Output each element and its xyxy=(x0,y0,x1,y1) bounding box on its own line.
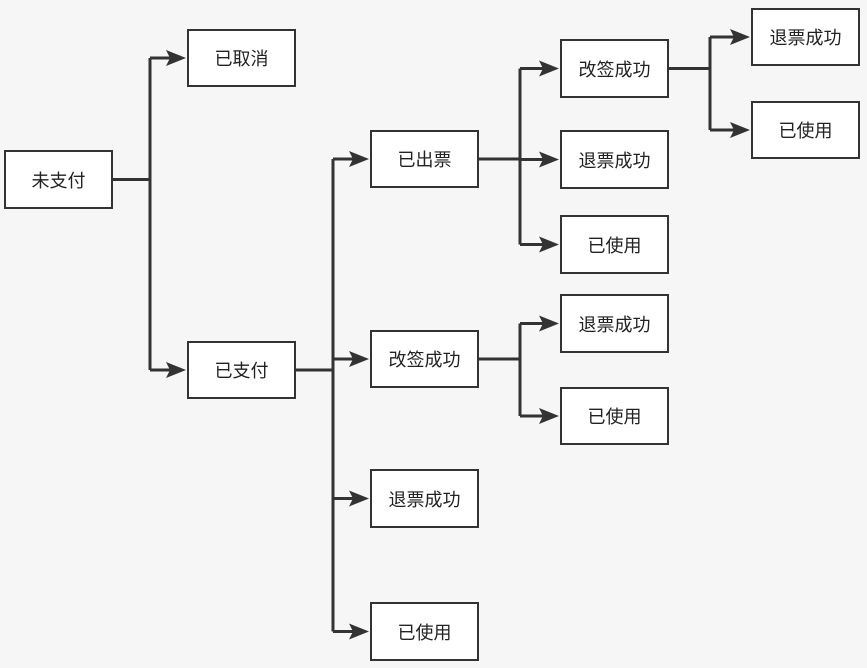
node-label: 退票成功 xyxy=(578,314,651,336)
node-ticketed-changed-used: 已使用 xyxy=(751,101,860,159)
node-paid-changed: 改签成功 xyxy=(370,330,479,388)
arrowhead-icon xyxy=(539,408,559,424)
arrowhead-icon xyxy=(730,29,750,45)
node-ticketed-changed: 改签成功 xyxy=(560,39,669,98)
arrowhead-icon xyxy=(349,490,369,507)
arrowhead-icon xyxy=(349,351,369,367)
node-label: 退票成功 xyxy=(578,150,651,172)
node-label: 退票成功 xyxy=(769,28,842,49)
node-changed-refunded: 退票成功 xyxy=(560,294,669,353)
node-ticketed-changed-refunded: 退票成功 xyxy=(751,8,860,66)
node-label: 未支付 xyxy=(31,170,86,192)
arrowhead-icon xyxy=(539,236,559,253)
node-paid-used: 已使用 xyxy=(370,602,479,661)
node-label: 退票成功 xyxy=(388,489,461,511)
arrowhead-icon xyxy=(539,315,559,332)
node-ticketed-used: 已使用 xyxy=(560,215,669,274)
node-ticketed-refunded: 退票成功 xyxy=(560,130,669,189)
node-unpaid: 未支付 xyxy=(4,150,113,209)
arrowhead-icon xyxy=(166,362,186,378)
node-ticketed: 已出票 xyxy=(370,130,479,188)
arrowhead-icon xyxy=(539,151,559,168)
node-label: 已使用 xyxy=(587,235,642,257)
node-changed-used: 已使用 xyxy=(560,387,669,445)
node-paid: 已支付 xyxy=(187,341,296,399)
node-label: 改签成功 xyxy=(388,350,461,371)
arrowhead-icon xyxy=(539,60,559,77)
node-label: 已使用 xyxy=(587,407,642,428)
node-paid-refunded: 退票成功 xyxy=(370,469,479,528)
node-label: 已支付 xyxy=(214,361,269,382)
node-label: 改签成功 xyxy=(578,59,651,81)
node-label: 已取消 xyxy=(214,49,269,70)
node-label: 已出票 xyxy=(397,150,452,171)
node-label: 已使用 xyxy=(778,121,833,142)
arrowhead-icon xyxy=(730,122,750,138)
arrowhead-icon xyxy=(166,50,186,66)
node-cancelled: 已取消 xyxy=(187,29,296,87)
arrowhead-icon xyxy=(349,623,369,640)
arrowhead-icon xyxy=(349,151,369,167)
node-label: 已使用 xyxy=(397,622,452,644)
